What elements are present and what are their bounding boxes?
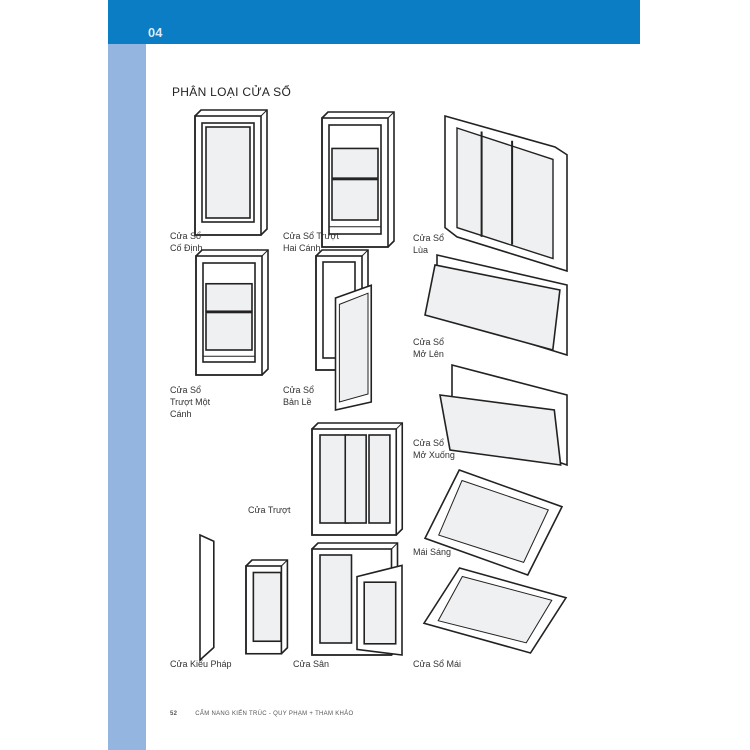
window-type-label: Cửa Sổ Lùa [413, 233, 445, 255]
page-title: PHÂN LOẠI CỬA SỔ [172, 85, 292, 99]
window-illustration-single-hung [195, 249, 269, 376]
window-type-label: Cửa Trượt [248, 505, 291, 515]
chapter-number: 04 [148, 25, 163, 40]
window-illustration-double-hung [321, 111, 395, 248]
window-type-label: Cửa Sổ Bản Lề [283, 385, 315, 407]
window-type-label: Cửa Sổ Trượt Hai Cánh [283, 231, 339, 253]
side-margin-bar [108, 44, 146, 750]
window-type-label: Cửa Sổ Trượt Một Cánh [170, 385, 211, 419]
page-number: 52 [170, 711, 178, 717]
window-type-label: Mái Sáng [413, 547, 452, 557]
window-type-label: Cửa Sổ Mái [413, 659, 462, 669]
window-illustration-hopper [439, 363, 568, 467]
window-illustration-french-door [199, 533, 292, 662]
window-type-label: Cửa Sổ Mở Xuống [413, 438, 455, 460]
book-title: CẨM NANG KIẾN TRÚC - QUY PHẠM + THAM KHẢ… [195, 711, 354, 717]
window-illustration-skylight [423, 469, 564, 576]
window-illustration-patio-door [311, 542, 403, 656]
window-type-label: Cửa Kiểu Pháp [170, 659, 232, 669]
window-illustration-sliding [444, 114, 568, 273]
window-illustration-awning [424, 253, 568, 357]
window-type-label: Cửa Sổ Mở Lên [413, 337, 445, 359]
window-type-label: Cửa Sân [293, 659, 330, 669]
window-illustration-casement [315, 249, 381, 411]
chapter-header-bar: 04 [108, 0, 640, 44]
window-illustration-sliding-door [311, 422, 407, 536]
page-footer: 52 CẨM NANG KIẾN TRÚC - QUY PHẠM + THAM K… [170, 711, 353, 717]
window-type-label: Cửa Sổ Cố Định [170, 231, 203, 253]
window-illustration-fixed [194, 109, 268, 236]
window-illustration-roof-window [422, 567, 568, 654]
